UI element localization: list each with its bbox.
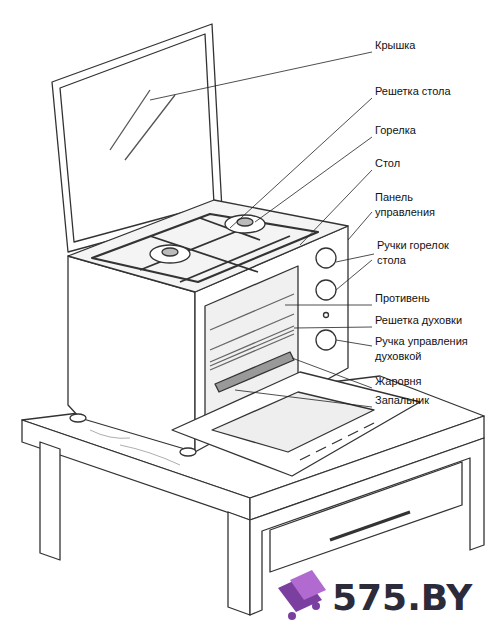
drawer [270,462,462,572]
knob [316,330,336,350]
part-label: Жаровня [375,374,485,389]
part-label: Панель управления [375,190,437,220]
leader-line [300,170,372,245]
leader-line [230,98,372,228]
leader-line [294,327,372,328]
burner-cap [162,248,178,256]
hob-grate-bars [140,218,290,282]
burner [150,245,190,263]
logo-icon [278,570,326,620]
hob-surface [68,200,348,292]
lid-glare [110,90,175,160]
door-vents [300,423,374,460]
leader-lines [150,52,374,407]
part-label: Запальник [375,393,485,408]
part-label: Ручки горелок стола [377,238,457,268]
leader-line [235,390,372,407]
leader-line [255,137,372,222]
leader-line [285,305,372,306]
leader-line [336,340,372,346]
burner [225,215,265,233]
table-leg [40,442,60,560]
door-window [212,392,374,452]
part-label: Горелка [375,123,485,138]
part-label: Противень [375,291,485,306]
leader-line [348,212,372,240]
table-leg [228,512,250,615]
leader-line [336,260,372,290]
leader-line [150,52,372,100]
part-label: Крышка [375,38,485,53]
leader-line [336,254,374,262]
drawer-handle [330,512,410,540]
part-label: Стол [375,156,485,171]
foot [70,414,86,422]
knob [316,280,336,300]
watermark: 575.BY [332,578,472,618]
leader-line [292,358,372,388]
indicator [324,313,329,318]
knob [316,248,336,268]
part-label: Решетка стола [375,84,485,99]
foot [180,448,196,456]
oven-door [172,372,420,476]
part-label: Решетка духовки [375,313,485,328]
part-label: Ручка управления духовкой [375,334,479,364]
